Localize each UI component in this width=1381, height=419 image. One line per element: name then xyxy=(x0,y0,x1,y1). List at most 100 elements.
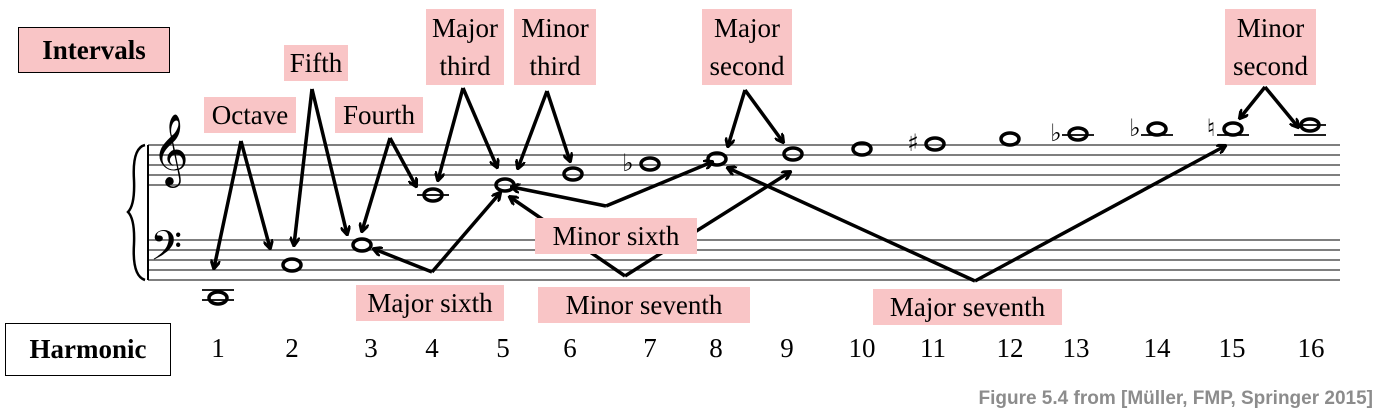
notehead-icon xyxy=(924,136,946,152)
label-fourth: Fourth xyxy=(335,97,423,133)
label-fifth: Fifth xyxy=(284,45,348,81)
label-major-seventh: Major seventh xyxy=(873,289,1062,325)
accidental-icon: ♭ xyxy=(1129,114,1140,142)
octave-arrow xyxy=(214,140,270,268)
arrow-icon xyxy=(624,172,790,278)
harmonic-number: 8 xyxy=(709,333,723,363)
whole-note: ♭ xyxy=(622,149,661,177)
whole-note: ♭ xyxy=(1129,114,1173,142)
staff-lines xyxy=(126,143,1340,282)
notehead-icon xyxy=(562,166,584,182)
label-line: Major xyxy=(714,13,780,43)
whole-note xyxy=(281,257,303,273)
harmonic-number: 10 xyxy=(848,333,876,363)
harmonic-number: 7 xyxy=(643,333,657,363)
label-minor-seventh: Minor seventh xyxy=(538,287,750,323)
harmonic-number: 4 xyxy=(425,333,439,363)
notehead-icon xyxy=(422,187,444,203)
minor-sixth-arrow xyxy=(512,162,712,208)
arrow-icon xyxy=(974,146,1225,283)
notehead-icon xyxy=(1299,117,1321,133)
arrow-icon xyxy=(438,87,465,180)
notehead-icon xyxy=(281,257,303,273)
harmonic-number: 14 xyxy=(1143,333,1171,363)
arrow-icon xyxy=(461,87,497,167)
whole-note xyxy=(351,237,373,253)
label-major-third: Major third xyxy=(426,9,504,85)
label-line: Major xyxy=(432,13,498,43)
major-second-arrow xyxy=(728,88,783,146)
notehead-icon xyxy=(639,156,661,172)
whole-note xyxy=(562,166,584,182)
whole-note: ♭ xyxy=(1050,119,1094,147)
bass-clef-icon: 𝄢 xyxy=(150,222,183,280)
arrow-icon xyxy=(743,88,783,142)
arrow-icon xyxy=(545,90,570,161)
accidental-icon: ♭ xyxy=(622,149,633,177)
arrow-icon xyxy=(239,140,270,248)
arrow-icon xyxy=(430,193,500,274)
harmonic-number: 3 xyxy=(364,333,378,363)
major-third-arrow xyxy=(438,87,497,180)
whole-note xyxy=(851,141,873,157)
minor-third-arrow xyxy=(518,90,570,168)
fourth-arrow xyxy=(362,137,416,231)
accidental-icon: ♯ xyxy=(907,129,919,157)
notehead-icon xyxy=(1146,121,1168,137)
harmonic-number: 1 xyxy=(211,333,225,363)
whole-note xyxy=(417,187,449,203)
label-line: third xyxy=(529,51,581,81)
label-minor-sixth: Minor sixth xyxy=(535,218,697,254)
major-seventh-arrow xyxy=(728,146,1225,283)
accidental-icon: ♮ xyxy=(1207,114,1216,142)
harmonic-number: 6 xyxy=(563,333,577,363)
arrow-icon xyxy=(605,162,712,208)
notehead-icon xyxy=(351,237,373,253)
minor-second-arrow xyxy=(1240,85,1298,127)
harmonic-number: 9 xyxy=(780,333,794,363)
notehead-icon xyxy=(999,131,1021,147)
brace-icon xyxy=(126,143,146,282)
arrow-icon xyxy=(362,137,392,231)
harmonic-box: Harmonic xyxy=(5,323,171,376)
notehead-icon xyxy=(1222,121,1244,137)
fifth-arrow xyxy=(294,88,347,245)
accidental-icon: ♭ xyxy=(1050,119,1061,147)
figure-caption: Figure 5.4 from [Müller, FMP, Springer 2… xyxy=(978,388,1373,409)
treble-clef-icon: 𝄞 xyxy=(152,112,189,185)
harmonic-number: 2 xyxy=(285,333,299,363)
whole-note: ♯ xyxy=(907,129,946,157)
whole-note: ♮ xyxy=(1207,114,1249,142)
arrow-icon xyxy=(374,249,433,274)
arrow-icon xyxy=(310,88,347,234)
whole-note xyxy=(782,146,804,162)
interval-arrows xyxy=(214,85,1298,283)
harmonic-number: 16 xyxy=(1297,333,1325,363)
label-line: second xyxy=(1233,51,1308,81)
harmonic-number: 13 xyxy=(1062,333,1090,363)
arrow-icon xyxy=(294,88,314,245)
whole-note xyxy=(999,131,1021,147)
arrow-icon xyxy=(728,89,747,146)
arrow-icon xyxy=(1263,85,1298,127)
harmonic-number: 11 xyxy=(920,333,946,363)
harmonic-number: 15 xyxy=(1218,333,1246,363)
arrow-icon xyxy=(518,90,549,168)
arrow-icon xyxy=(1240,85,1267,118)
harmonic-number: 12 xyxy=(996,333,1024,363)
notehead-icon xyxy=(207,290,229,306)
label-minor-second: Minor second xyxy=(1225,9,1316,85)
notehead-icon xyxy=(782,146,804,162)
label-line: third xyxy=(439,51,491,81)
label-line: Minor xyxy=(1236,13,1305,43)
whole-note xyxy=(202,289,234,306)
notehead-icon xyxy=(851,141,873,157)
intervals-box: Intervals xyxy=(18,27,170,73)
label-major-sixth: Major sixth xyxy=(356,285,504,321)
notehead-icon xyxy=(1067,126,1089,142)
arrow-icon xyxy=(388,137,416,186)
